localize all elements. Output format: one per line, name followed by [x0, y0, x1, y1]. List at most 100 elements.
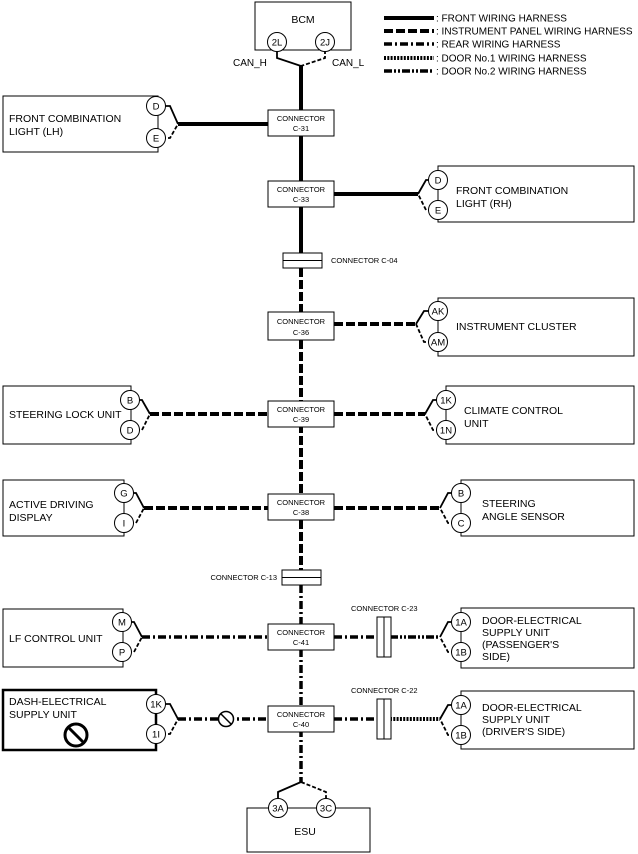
tail-dash-supply-1i — [156, 718, 179, 735]
steering-angle-label-1: STEERING — [482, 498, 536, 510]
can-l-label: CAN_L — [332, 58, 365, 69]
connector-c38-label-2: C-38 — [293, 508, 309, 517]
door-passenger-label-1: DOOR-ELECTRICAL — [482, 615, 582, 627]
esu-label: ESU — [294, 826, 316, 838]
instrument-cluster-pin-am-label: AM — [431, 338, 445, 349]
door-passenger-label-3: (PASSENGER'S — [482, 639, 559, 651]
active-driving-box — [2, 479, 125, 537]
esu-unit: ESU 3A 3C — [246, 781, 371, 853]
legend: : FRONT WIRING HARNESS : INSTRUMENT PANE… — [384, 14, 633, 78]
instrument-cluster-pin-ak-label: AK — [432, 307, 445, 318]
door-driver-pin-1a — [451, 695, 471, 715]
tail-door-passenger-1b — [439, 636, 461, 653]
connector-c31-label-2: C-31 — [293, 124, 309, 133]
dash-supply-label-2: SUPPLY UNIT — [9, 709, 77, 721]
dash-supply-pin-1i-label: 1I — [152, 730, 160, 741]
esu-pin-3a-label: 3A — [272, 804, 284, 815]
connector-c36-label-1: CONNECTOR — [277, 317, 326, 326]
door-passenger-box — [460, 607, 635, 669]
lf-control-box — [2, 608, 124, 668]
front-combination-light-lh: FRONT COMBINATION LIGHT (LH) D E — [2, 95, 270, 153]
lf-control-unit: LF CONTROL UNIT M P — [2, 608, 270, 668]
front-combination-rh-label-2: LIGHT (RH) — [456, 198, 512, 210]
front-combination-rh-pin-e-label: E — [435, 206, 441, 217]
instrument-cluster-pin-ak — [428, 301, 448, 321]
connector-c22: CONNECTOR C-22 — [351, 686, 418, 740]
dash-supply-pin-1k-label: 1K — [150, 700, 162, 711]
active-driving-pin-g — [114, 483, 134, 503]
instrument-cluster: INSTRUMENT CLUSTER AK AM — [334, 297, 635, 357]
bcm-pin-2l — [267, 32, 287, 52]
climate-control-pin-1n-label: 1N — [440, 426, 452, 437]
prohibited-icon — [63, 722, 89, 748]
prohibited-small-icon — [217, 710, 235, 728]
bcm-can-h-tail — [276, 50, 302, 67]
climate-control-pin-1k-label: 1K — [440, 396, 452, 407]
dash-supply-pin-1i — [146, 724, 166, 744]
front-combination-rh-pin-d — [428, 170, 448, 190]
connector-c41-label-2: C-41 — [293, 638, 309, 647]
tail-front-combination-lh-e — [156, 123, 179, 139]
tail-instrument-cluster-am — [415, 323, 438, 343]
door-supply-passenger: DOOR-ELECTRICAL SUPPLY UNIT (PASSENGER'S… — [334, 607, 635, 669]
connector-c33: CONNECTOR C-33 — [267, 180, 335, 208]
door-supply-driver: DOOR-ELECTRICAL SUPPLY UNIT (DRIVER'S SI… — [334, 690, 635, 750]
active-driving-pin-g-label: G — [120, 489, 127, 500]
steering-angle-pin-c — [451, 513, 471, 533]
connector-c41: CONNECTOR C-41 — [267, 623, 335, 651]
dash-supply-unit: DASH-ELECTRICAL SUPPLY UNIT 1K 1I — [1, 688, 270, 752]
instrument-cluster-box — [437, 297, 635, 357]
esu-pin-3a — [268, 798, 288, 818]
door-driver-label-2: SUPPLY UNIT — [482, 714, 550, 726]
lf-control-pin-p-label: P — [119, 648, 125, 659]
active-driving-pin-i — [114, 513, 134, 533]
steering-lock-pin-b-label: B — [127, 396, 133, 407]
steering-lock-pin-d — [120, 420, 140, 440]
connector-c40-label-2: C-40 — [293, 720, 309, 729]
steering-angle-pin-b — [451, 483, 471, 503]
connector-c04: CONNECTOR C-04 — [282, 252, 398, 269]
steering-angle-label-2: ANGLE SENSOR — [482, 511, 565, 523]
esu-pin-3c — [316, 798, 336, 818]
connector-c23: CONNECTOR C-23 — [351, 604, 418, 658]
front-combination-rh-pin-d-label: D — [435, 176, 442, 187]
lf-control-label: LF CONTROL UNIT — [9, 633, 103, 645]
steering-lock-pin-b — [120, 390, 140, 410]
door-driver-label-3: (DRIVER'S SIDE) — [482, 726, 565, 738]
door-driver-label-1: DOOR-ELECTRICAL — [482, 702, 582, 714]
connector-c33-label-2: C-33 — [293, 195, 309, 204]
connector-c31-label-1: CONNECTOR — [277, 114, 326, 123]
connector-c31: CONNECTOR C-31 — [267, 109, 335, 137]
esu-tail-3a — [277, 781, 302, 800]
instrument-cluster-pin-am — [428, 332, 448, 352]
door-passenger-pin-1b-label: 1B — [455, 648, 467, 659]
connector-c40-label-1: CONNECTOR — [277, 710, 326, 719]
front-combination-lh-label-2: LIGHT (LH) — [9, 126, 63, 138]
door-passenger-pin-1b — [451, 642, 471, 662]
steering-lock-box — [2, 385, 132, 445]
door-passenger-pin-1a-label: 1A — [455, 618, 467, 629]
front-combination-lh-pin-d-label: D — [153, 102, 160, 113]
lf-control-pin-p — [112, 642, 132, 662]
connector-c41-label-1: CONNECTOR — [277, 628, 326, 637]
connector-c36-label-2: C-36 — [293, 328, 309, 337]
climate-control-label-1: CLIMATE CONTROL — [464, 405, 563, 417]
front-combination-lh-pin-d — [146, 96, 166, 116]
steering-angle-box — [460, 479, 635, 537]
bcm-pin-2j-label: 2J — [320, 38, 330, 49]
connector-c40: CONNECTOR C-40 — [267, 705, 335, 733]
bcm-pin-2j — [315, 32, 335, 52]
dash-supply-label-1: DASH-ELECTRICAL — [9, 696, 107, 708]
climate-control-box — [445, 385, 635, 445]
connector-c39-label-1: CONNECTOR — [277, 405, 326, 414]
bcm-unit: BCM 2L 2J CAN_H CAN_L — [233, 1, 365, 69]
instrument-cluster-label: INSTRUMENT CLUSTER — [456, 321, 577, 333]
lf-control-pin-m-label: M — [118, 618, 126, 629]
door-driver-box — [460, 690, 635, 750]
door-passenger-pin-1a — [451, 612, 471, 632]
climate-control-pin-1k — [436, 390, 456, 410]
front-combination-rh-label-1: FRONT COMBINATION — [456, 185, 568, 197]
front-combination-lh-box — [2, 95, 159, 153]
steering-angle-pin-b-label: B — [458, 489, 464, 500]
connector-c39: CONNECTOR C-39 — [267, 400, 335, 428]
